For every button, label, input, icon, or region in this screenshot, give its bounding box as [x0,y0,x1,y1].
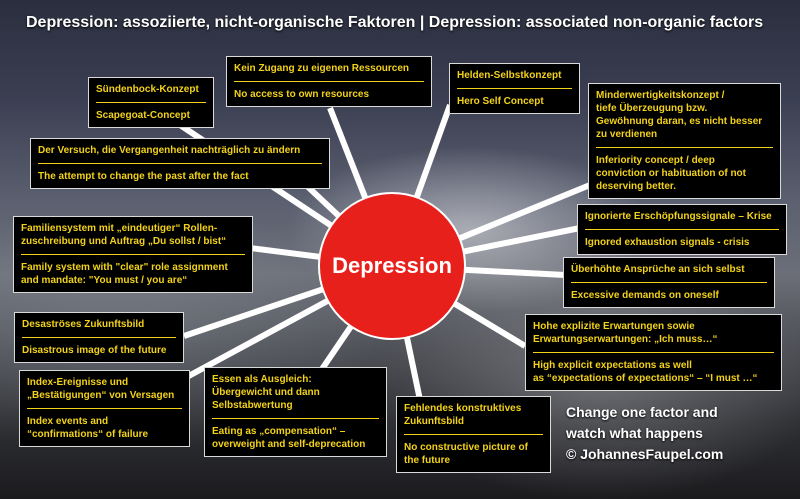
factor-box-change-past: Der Versuch, die Vergangenheit nachträgl… [30,138,330,189]
factor-de: Der Versuch, die Vergangenheit nachträgl… [38,145,301,156]
factor-en: Eating as „compensation“ – overweight an… [212,426,366,450]
factor-de: Hohe explizite Erwartungen sowie Erwartu… [533,321,718,345]
factor-en: No access to own resources [234,89,370,100]
factor-de: Ignorierte Erschöpfungssignale – Krise [585,211,772,222]
factor-box-resources: Kein Zugang zu eigenen Ressourcen No acce… [226,56,432,107]
separator-line [457,88,572,89]
factor-en: Family system with "clear" role assignme… [21,262,228,286]
factor-de: Minderwertigkeitskonzept / tiefe Überzeu… [596,90,763,140]
footer-line-2: watch what happens [566,425,703,441]
depression-hub: Depression [318,192,466,340]
factor-box-inferiority: Minderwertigkeitskonzept / tiefe Überzeu… [588,83,781,199]
separator-line [596,147,773,148]
footer-line-1: Change one factor and [566,404,718,420]
hub-label: Depression [332,253,452,278]
factor-en: The attempt to change the past after the… [38,171,249,182]
separator-line [404,434,543,435]
factor-en: Index events and “confirmations“ of fail… [27,416,149,440]
factor-de: Fehlendes konstruktives Zukunftsbild [404,403,522,427]
factor-en: High explicit expectations as well as “e… [533,360,758,384]
factor-en: Disastrous image of the future [22,345,167,356]
factor-de: Helden-Selbstkonzept [457,70,562,81]
factor-en: Excessive demands on oneself [571,290,719,301]
factor-en: Inferiority concept / deep conviction or… [596,155,746,192]
separator-line [212,418,379,419]
factor-en: Ignored exhaustion signals - crisis [585,237,750,248]
separator-line [585,229,779,230]
factor-de: Kein Zugang zu eigenen Ressourcen [234,63,410,74]
page-title: Depression: assoziierte, nicht-organisch… [26,14,764,31]
factor-de: Familiensystem mit „eindeutiger“ Rollen-… [21,223,227,247]
footer-line-3: © JohannesFaupel.com [566,446,724,462]
factor-box-eating: Essen als Ausgleich: Übergewicht und dan… [204,367,387,457]
factor-de: Desaströses Zukunftsbild [22,319,145,330]
separator-line [234,81,424,82]
separator-line [533,352,774,353]
factor-de: Index-Ereignisse und „Bestätigungen“ von… [27,377,175,401]
factor-box-no-constructive-future: Fehlendes konstruktives Zukunftsbild No c… [396,396,551,473]
separator-line [571,282,767,283]
factor-box-index-events: Index-Ereignisse und „Bestätigungen“ von… [19,370,190,447]
factor-en: Hero Self Concept [457,96,544,107]
separator-line [22,337,176,338]
separator-line [21,254,245,255]
factor-en: Scapegoat-Concept [96,110,190,121]
factor-de: Sündenbock-Konzept [96,84,199,95]
factor-box-explicit-expectations: Hohe explizite Erwartungen sowie Erwartu… [525,314,782,391]
factor-box-family-system: Familiensystem mit „eindeutiger“ Rollen-… [13,216,253,293]
factor-en: No constructive picture of the future [404,442,528,466]
factor-de: Überhöhte Ansprüche an sich selbst [571,264,745,275]
factor-de: Essen als Ausgleich: Übergewicht und dan… [212,374,320,411]
footer-note: Change one factor and watch what happens… [566,402,723,465]
separator-line [27,408,182,409]
separator-line [96,102,206,103]
separator-line [38,163,322,164]
